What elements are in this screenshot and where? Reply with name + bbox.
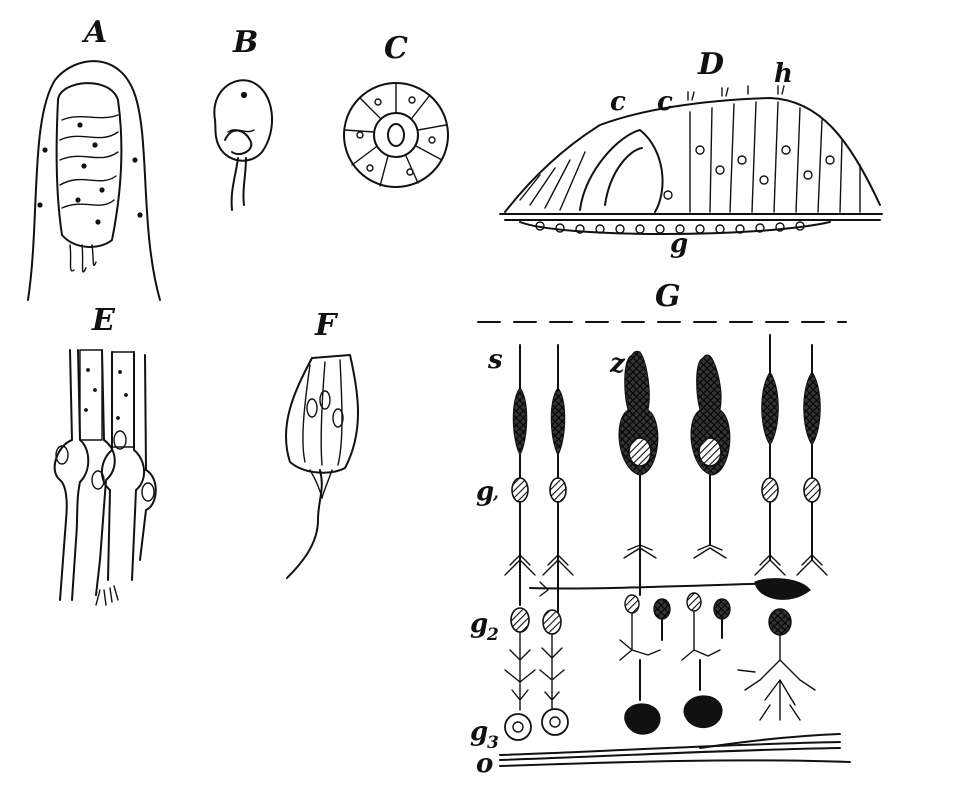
panel-g-label-s: s [487, 345, 503, 375]
panel-f-bud: F [285, 308, 359, 579]
panel-a-taste-bud: A [27, 15, 161, 301]
panel-b-cell: B [213, 25, 274, 211]
panel-a-label: A [81, 15, 107, 50]
panel-g-retina: G s z g , g 2 g 3 o [470, 279, 851, 779]
panel-b-label: B [232, 25, 258, 60]
panel-d-label-c2: c [657, 87, 673, 117]
panel-e-label: E [91, 303, 116, 338]
panel-d-label: D [697, 47, 724, 82]
panel-g-label-o: o [476, 749, 493, 779]
panel-d-label-h: h [774, 59, 793, 89]
panel-d-epithelium: D c c h g [499, 47, 883, 259]
ganglion-row [504, 659, 723, 741]
panel-g-label: G [655, 279, 681, 314]
panel-c-label: C [384, 31, 408, 66]
panel-c-cross-section: C [343, 31, 449, 188]
bipolar-row [510, 544, 792, 641]
panel-d-label-c1: c [610, 87, 626, 117]
panel-f-label: F [314, 308, 339, 343]
panel-g-label-g2: g [470, 609, 488, 639]
panel-g-label-g1: g [476, 477, 494, 507]
panel-g-label-g3: g [470, 717, 488, 747]
panel-g-label-z: z [609, 349, 626, 379]
synapse-tufts [504, 544, 828, 576]
panel-d-label-g: g [670, 229, 688, 259]
panel-g-label-g1-mark: , [492, 483, 499, 503]
nerve-fibre-layer [499, 733, 851, 767]
panel-e-cells: E [53, 303, 157, 606]
panel-g-label-g3-sub: 3 [487, 733, 499, 753]
photoreceptor-row [511, 334, 821, 561]
panel-g-label-g2-sub: 2 [486, 625, 499, 645]
dendrite-branches [504, 610, 816, 721]
